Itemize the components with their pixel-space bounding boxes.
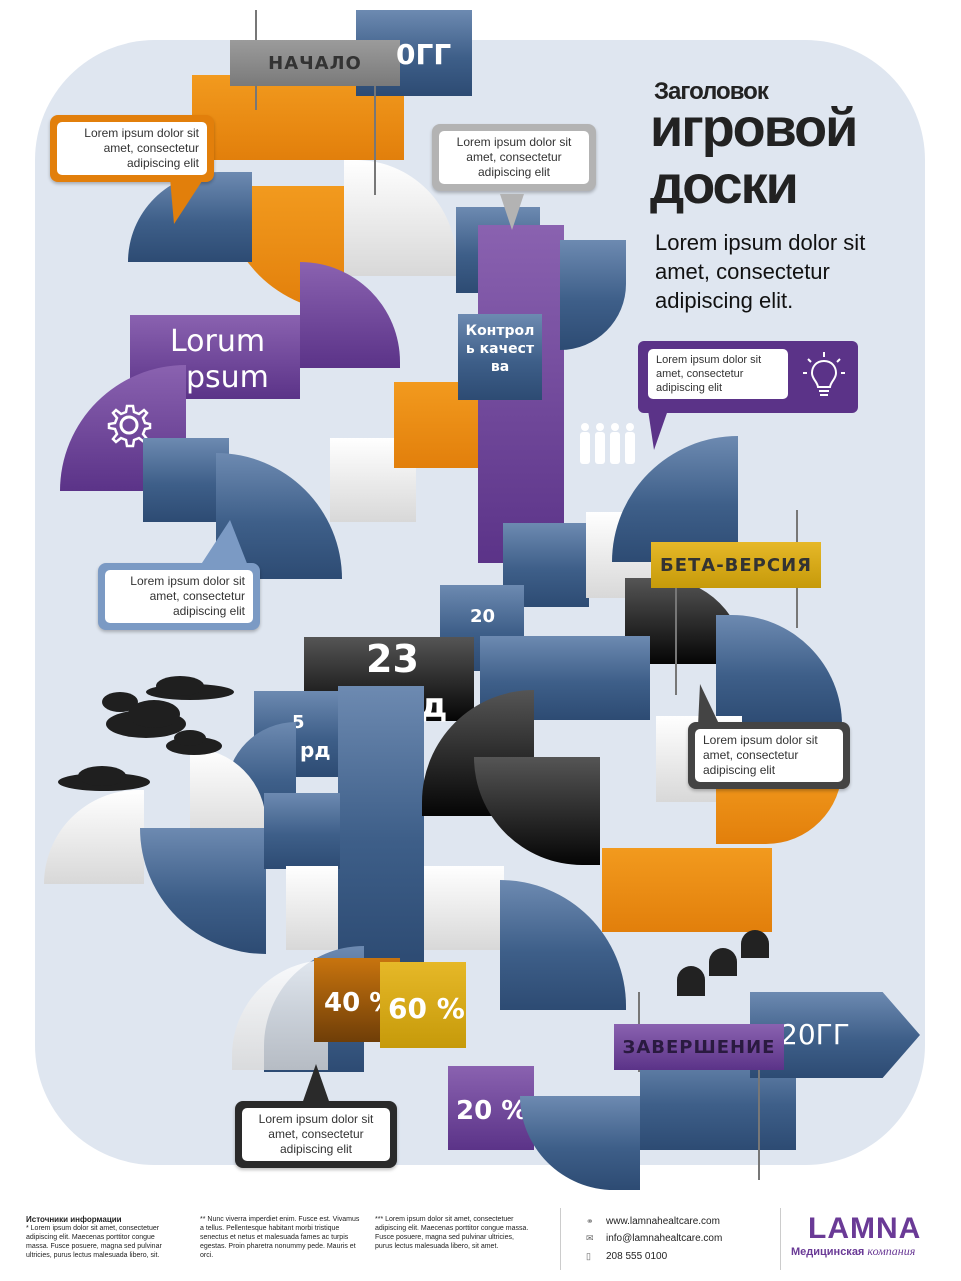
start-year: 0ГГ [396, 38, 452, 71]
brand-subtitle-bold: Медицинская [791, 1246, 865, 1258]
flag-pole [374, 70, 376, 195]
small-20-label: 20 [470, 606, 496, 627]
path-piece [520, 1096, 640, 1190]
phone-contact: ▯ 208 555 0100 [586, 1251, 667, 1262]
callout-darkgray-text: Lorem ipsum dolor sit amet, consectetur … [695, 729, 843, 782]
title-small: Заголовок [654, 78, 769, 105]
phone-icon: ▯ [586, 1251, 591, 1261]
footer-note-3: *** Lorem ipsum dolor sit amet, consecte… [375, 1216, 529, 1250]
callout-pointer [200, 520, 248, 566]
callout-gray: Lorem ipsum dolor sit amet, consectetur … [432, 124, 596, 191]
phone-number: 208 555 0100 [606, 1251, 668, 1262]
callout-pointer [698, 684, 720, 726]
callout-orange-text: Lorem ipsum dolor sit amet, consectetur … [57, 122, 207, 175]
brand-logo: LAMNA [808, 1212, 922, 1245]
path-piece [264, 793, 340, 869]
callout-pointer [302, 1064, 330, 1104]
idea-callout: Lorem ipsum dolor sit amet, consectetur … [638, 341, 858, 413]
footer-sources-title: Источники информации [26, 1215, 122, 1224]
brand-subtitle: Медицинская компания [791, 1244, 915, 1259]
finish-tag: ЗАВЕРШЕНИЕ [614, 1024, 784, 1070]
lorum-label: Lorum [170, 324, 266, 359]
brand-subtitle-italic: компания [867, 1244, 916, 1258]
bump-shape [677, 966, 705, 996]
callout-black-text: Lorem ipsum dolor sit amet, consectetur … [242, 1108, 390, 1161]
ipsum-label: psum [186, 360, 269, 395]
link-icon: ⚭ [586, 1216, 594, 1226]
website-link[interactable]: www.lamnahealtcare.com [606, 1216, 720, 1227]
flag-pole [675, 575, 677, 695]
percent-60-block [380, 962, 466, 1048]
callout-lightblue-text: Lorem ipsum dolor sit amet, consectetur … [105, 570, 253, 623]
path-piece [143, 438, 229, 522]
center-column [338, 686, 424, 964]
title-large-1: игровой [650, 98, 858, 158]
cloud-icon [98, 676, 238, 758]
callout-gray-text: Lorem ipsum dolor sit amet, consectetur … [439, 131, 589, 184]
start-tag: НАЧАЛО [230, 40, 400, 86]
email-contact: ✉ info@lamnahealtcare.com [586, 1233, 722, 1244]
callout-darkgray: Lorem ipsum dolor sit amet, consectetur … [688, 722, 850, 789]
bump-shape [709, 948, 737, 976]
callout-pointer [648, 410, 668, 450]
envelope-icon: ✉ [586, 1233, 594, 1243]
percent-60: 60 % [388, 992, 465, 1025]
callout-orange: Lorem ipsum dolor sit amet, consectetur … [50, 115, 214, 182]
website-contact: ⚭ www.lamnahealtcare.com [586, 1216, 720, 1227]
footer-divider [560, 1208, 561, 1270]
lightbulb-icon [802, 351, 846, 401]
path-piece [424, 866, 504, 950]
percent-20: 20 % [456, 1096, 528, 1126]
quality-label: Контроль качества [465, 323, 535, 375]
people-icon [577, 422, 639, 466]
title-large-2: доски [650, 155, 799, 215]
big-number-suffix: д [420, 686, 448, 726]
big-number: 23 [366, 637, 419, 681]
callout-pointer [170, 178, 204, 224]
cloud-icon [56, 764, 152, 794]
path-piece [602, 848, 772, 932]
callout-pointer [500, 194, 524, 230]
title-description: Lorem ipsum dolor sit amet, consectetur … [655, 230, 866, 313]
email-link[interactable]: info@lamnahealtcare.com [606, 1233, 723, 1244]
quality-label-box [458, 314, 542, 400]
gear-icon [106, 402, 152, 448]
flag-pole [758, 1050, 760, 1180]
footer-note-2: ** Nunc viverra imperdiet enim. Fusce es… [200, 1216, 360, 1259]
beta-tag: БЕТА-ВЕРСИЯ [651, 542, 821, 588]
callout-lightblue: Lorem ipsum dolor sit amet, consectetur … [98, 563, 260, 630]
idea-callout-text: Lorem ipsum dolor sit amet, consectetur … [648, 349, 788, 399]
callout-black: Lorem ipsum dolor sit amet, consectetur … [235, 1101, 397, 1168]
footer-divider [780, 1208, 781, 1270]
percent-20-block [448, 1066, 534, 1150]
bump-shape [741, 930, 769, 958]
finish-year: 20ГГ [780, 1018, 850, 1051]
path-piece [286, 866, 338, 950]
small-rd-label: рд [300, 738, 331, 762]
footer-note-1: * Lorem ipsum dolor sit amet, consectetu… [26, 1225, 162, 1259]
